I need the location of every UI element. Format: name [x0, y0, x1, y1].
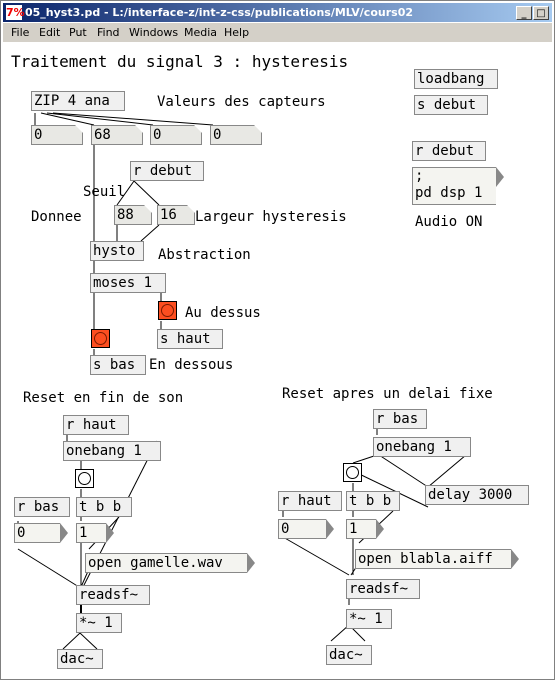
- bang-right[interactable]: [343, 463, 362, 482]
- send-bas-object[interactable]: s bas: [90, 355, 146, 375]
- onebang-left[interactable]: onebang 1: [63, 441, 161, 461]
- patch-canvas[interactable]: Traitement du signal 3 : hysteresis load…: [1, 43, 554, 679]
- open-file-message-right[interactable]: open blabla.aiff: [355, 549, 519, 569]
- dsp-message-line1: ;: [415, 168, 424, 184]
- onebang-right[interactable]: onebang 1: [373, 437, 471, 457]
- largeur-number-box[interactable]: 16: [157, 205, 195, 225]
- receive-debut-object-left[interactable]: r debut: [130, 161, 204, 181]
- send-haut-object[interactable]: s haut: [157, 329, 223, 349]
- trigger-bb-right[interactable]: t b b: [346, 491, 400, 511]
- number-box-ana3[interactable]: 0: [210, 125, 262, 145]
- patch-title: Traitement du signal 3 : hysteresis: [11, 52, 349, 71]
- open-file-message-left[interactable]: open gamelle.wav: [85, 553, 255, 573]
- menu-file[interactable]: File: [11, 26, 30, 39]
- seuil-label: Seuil: [83, 184, 126, 200]
- multiply-left[interactable]: *~ 1: [76, 613, 122, 633]
- dsp-on-message[interactable]: ; pd dsp 1: [412, 167, 504, 205]
- bang-circle-icon: [94, 332, 107, 345]
- zero-message-left[interactable]: 0: [14, 523, 68, 543]
- menu-find[interactable]: Find: [97, 26, 120, 39]
- title-bar[interactable]: 7% 05_hyst3.pd - L:/interface-z/int-z-cs…: [3, 3, 552, 22]
- receive-haut-left[interactable]: r haut: [63, 415, 129, 435]
- readsf-left[interactable]: readsf~: [76, 585, 150, 605]
- donnee-label: Donnee: [31, 209, 82, 225]
- reset-fin-label: Reset en fin de son: [23, 390, 184, 406]
- zero-message-right[interactable]: 0: [278, 519, 334, 539]
- bang-circle-icon: [78, 472, 91, 485]
- pd-icon: 7%: [6, 5, 25, 20]
- bang-circle-icon: [346, 466, 359, 479]
- seuil-number-box[interactable]: 88: [114, 205, 152, 225]
- largeur-label: Largeur hysteresis: [195, 209, 347, 225]
- bang-left[interactable]: [75, 469, 94, 488]
- readsf-right[interactable]: readsf~: [346, 579, 420, 599]
- audio-on-label: Audio ON: [415, 214, 483, 230]
- number-box-ana1[interactable]: 68: [91, 125, 143, 145]
- number-box-ana2[interactable]: 0: [150, 125, 202, 145]
- abstraction-label: Abstraction: [158, 247, 251, 263]
- receive-debut-object-right[interactable]: r debut: [412, 141, 486, 161]
- maximize-button[interactable]: □: [533, 6, 549, 20]
- au-dessus-label: Au dessus: [185, 305, 261, 321]
- receive-bas-right[interactable]: r bas: [373, 409, 427, 429]
- dsp-message-line2: pd dsp 1: [415, 185, 483, 201]
- zip-ana-object[interactable]: ZIP 4 ana: [31, 91, 125, 111]
- receive-bas-left[interactable]: r bas: [14, 497, 70, 517]
- loadbang-object[interactable]: loadbang: [414, 69, 498, 89]
- hysto-abstraction[interactable]: hysto: [90, 241, 144, 261]
- minimize-button[interactable]: _: [516, 6, 532, 20]
- menu-media[interactable]: Media: [184, 26, 218, 39]
- one-message-right[interactable]: 1: [346, 519, 384, 539]
- menu-bar: File Edit Put Find Windows Media Help: [3, 23, 552, 42]
- below-bang[interactable]: [91, 329, 110, 348]
- above-bang[interactable]: [158, 301, 177, 320]
- menu-windows[interactable]: Windows: [129, 26, 179, 39]
- number-box-ana0[interactable]: 0: [31, 125, 83, 145]
- patch-cords: [17, 97, 467, 650]
- dac-right[interactable]: dac~: [326, 645, 372, 665]
- en-dessous-label: En dessous: [149, 357, 234, 373]
- moses-object[interactable]: moses 1: [90, 273, 166, 293]
- trigger-bb-left[interactable]: t b b: [76, 497, 132, 517]
- reset-delai-label: Reset apres un delai fixe: [282, 386, 493, 402]
- bang-circle-icon: [161, 304, 174, 317]
- delay-object[interactable]: delay 3000: [425, 485, 529, 505]
- multiply-right[interactable]: *~ 1: [346, 609, 392, 629]
- menu-edit[interactable]: Edit: [39, 26, 61, 39]
- dac-left[interactable]: dac~: [57, 649, 103, 669]
- one-message-left[interactable]: 1: [76, 523, 114, 543]
- send-debut-object[interactable]: s debut: [414, 95, 488, 115]
- receive-haut-right[interactable]: r haut: [278, 491, 342, 511]
- capteurs-label: Valeurs des capteurs: [157, 94, 326, 110]
- window-title: 05_hyst3.pd - L:/interface-z/int-z-css/p…: [25, 6, 413, 19]
- menu-put[interactable]: Put: [69, 26, 87, 39]
- menu-help[interactable]: Help: [224, 26, 250, 39]
